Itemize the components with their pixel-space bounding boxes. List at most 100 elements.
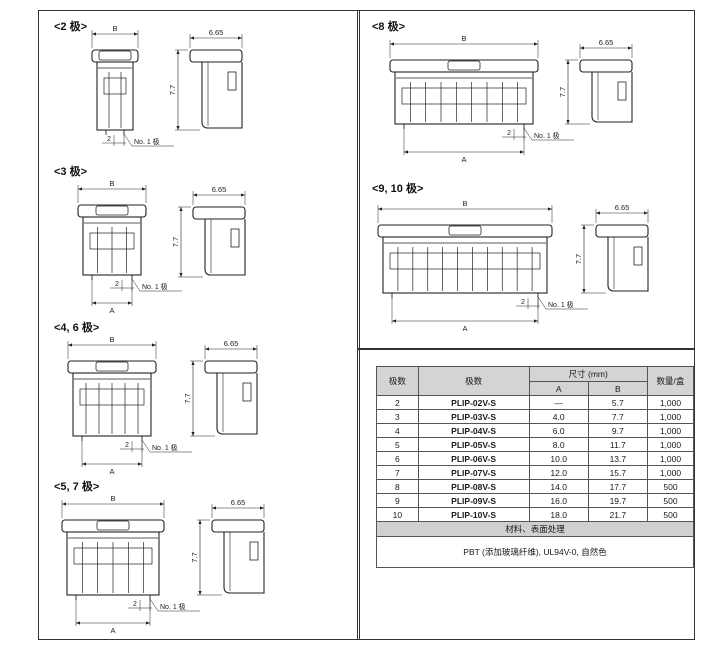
- drawing-outline: [249, 541, 259, 561]
- drawing-outline: [389, 252, 541, 270]
- drawing-line: [523, 127, 533, 141]
- no1-pole-label: No. 1 极: [548, 300, 574, 309]
- section-title-4-6-pole: <4, 6 极>: [54, 322, 100, 334]
- dimension-arrow: [68, 343, 72, 347]
- material-value: PBT (添加玻璃纤维), UL94V-0, 自然色: [376, 536, 694, 568]
- cell-a: 18.0: [528, 507, 589, 522]
- side-outline: [201, 62, 243, 129]
- dimension-arrow: [596, 211, 600, 215]
- dimension-arrow: [92, 301, 96, 305]
- cell-model: PLIP-09V-S: [417, 493, 530, 508]
- cell-model: PLIP-05V-S: [417, 437, 530, 452]
- section-title-3-pole: <3 极>: [54, 166, 88, 178]
- drawing-outline: [633, 246, 643, 266]
- cell-poles: 8: [376, 479, 419, 494]
- drawing-outline: [579, 59, 633, 73]
- dimension-arrow: [198, 591, 202, 595]
- dimension-arrow: [548, 207, 552, 211]
- dimension-b-label: B: [109, 335, 114, 344]
- cell-b: 5.7: [587, 395, 648, 410]
- drawing-outline: [211, 519, 265, 533]
- drawing-outline: [192, 206, 246, 220]
- dimension-a-label: A: [461, 155, 466, 164]
- section-title-9-10-pole: <9, 10 极>: [372, 183, 424, 195]
- cell-model: PLIP-06V-S: [417, 451, 530, 466]
- cell-b: 17.7: [587, 479, 648, 494]
- dimension-arrow: [580, 46, 584, 50]
- dimension-arrow: [566, 120, 570, 124]
- no1-pole-label: No. 1 极: [534, 131, 560, 140]
- drawing-outline: [103, 77, 127, 95]
- drawing-outline: [95, 205, 129, 216]
- dimension-pitch-label: 2: [115, 281, 119, 288]
- drawing-outline: [72, 372, 152, 437]
- dimension-a-label: A: [109, 467, 114, 476]
- dimension-pitch-label: 2: [521, 299, 525, 306]
- cell-poles: 6: [376, 451, 419, 466]
- cell-model: PLIP-02V-S: [417, 395, 530, 410]
- dimension-arrow: [404, 150, 408, 154]
- dimension-arrow: [241, 193, 245, 197]
- drawing-outline: [95, 361, 129, 372]
- cell-qty: 1,000: [646, 395, 695, 410]
- dimension-a-label: A: [109, 306, 114, 315]
- dimension-b-label: B: [112, 24, 117, 33]
- cell-qty: 500: [646, 493, 695, 508]
- dimension-pitch-label: 2: [507, 130, 511, 137]
- side-outline: [607, 237, 649, 292]
- dimension-arrow: [176, 126, 180, 130]
- col-header-size: 尺寸 (mm): [528, 366, 648, 382]
- drawing-outline: [595, 224, 649, 238]
- dimension-b-label: B: [462, 199, 467, 208]
- cell-poles: 7: [376, 465, 419, 480]
- col-header-b: B: [587, 381, 648, 396]
- dimension-arrow: [191, 432, 195, 436]
- dimension-a-label: A: [110, 626, 115, 635]
- dimension-arrow: [253, 347, 257, 351]
- drawing-outline: [230, 228, 240, 248]
- dimension-arrow: [628, 46, 632, 50]
- col-header-model: 极数: [417, 366, 530, 396]
- dimension-arrow: [134, 32, 138, 36]
- cell-b: 19.7: [587, 493, 648, 508]
- dimension-arrow: [138, 462, 142, 466]
- side-outline: [216, 373, 258, 435]
- no1-pole-label: No. 1 极: [134, 137, 160, 146]
- cell-model: PLIP-08V-S: [417, 479, 530, 494]
- drawing-line: [537, 296, 547, 310]
- cell-a: 4.0: [528, 409, 589, 424]
- dimension-arrow: [390, 42, 394, 46]
- material-value-row: PBT (添加玻璃纤维), UL94V-0, 自然色: [376, 536, 694, 568]
- dimension-arrow: [212, 506, 216, 510]
- no1-pole-label: No. 1 极: [160, 602, 186, 611]
- dimension-pitch-label: 2: [107, 136, 111, 143]
- cell-b: 11.7: [587, 437, 648, 452]
- drawing-line: [131, 278, 141, 292]
- cell-qty: 1,000: [646, 465, 695, 480]
- cell-qty: 1,000: [646, 423, 695, 438]
- dimension-b-label: B: [109, 179, 114, 188]
- cell-b: 13.7: [587, 451, 648, 466]
- drawing-outline: [73, 547, 153, 565]
- dimension-arrow: [160, 502, 164, 506]
- cell-poles: 5: [376, 437, 419, 452]
- cell-poles: 4: [376, 423, 419, 438]
- dimension-arrow: [92, 32, 96, 36]
- dimension-height-label: 7.7: [171, 237, 180, 247]
- material-header-row: 材料、表面处理: [376, 521, 694, 537]
- drawing-outline: [204, 360, 258, 374]
- side-outline: [223, 532, 265, 594]
- side-outline: [591, 72, 633, 123]
- section-title-8-pole: <8 极>: [372, 21, 406, 33]
- cell-qty: 1,000: [646, 451, 695, 466]
- no1-pole-label: No. 1 极: [152, 443, 178, 452]
- cell-qty: 500: [646, 507, 695, 522]
